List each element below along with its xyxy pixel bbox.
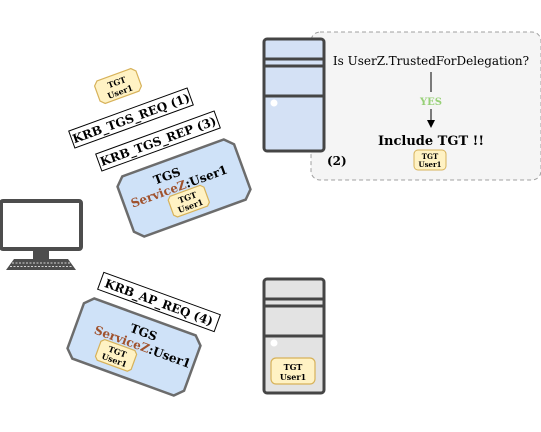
delegation-question-text: Is UserZ.TrustedForDelegation? xyxy=(333,54,529,68)
kdc-decision-panel: Is UserZ.TrustedForDelegation? YES Inclu… xyxy=(310,31,541,181)
panel-tgt-ticket: TGT User1 xyxy=(413,149,447,171)
ticket-tgt-label: TGT xyxy=(422,152,439,161)
include-tgt-result: Include TGT !! xyxy=(378,134,484,149)
client-computer-icon xyxy=(0,199,83,270)
service-server-tgt-ticket: TGT User1 xyxy=(270,357,316,385)
tgt-ticket-request: TGT User1 xyxy=(93,67,143,105)
embedded-tgt-ticket: TGT User1 xyxy=(94,338,138,372)
ticket-tgt-label: TGT xyxy=(284,362,303,372)
yes-label: YES xyxy=(419,97,442,108)
ticket-user-label: User1 xyxy=(418,160,441,169)
step-2-label: (2) xyxy=(327,154,347,168)
kdc-server-icon xyxy=(262,37,326,153)
ticket-user-label: User1 xyxy=(280,372,306,382)
service-ticket-ap-request: TGS ServiceZ:User1 TGT User1 xyxy=(66,297,202,397)
service-ticket-reply: TGS ServiceZ:User1 TGT User1 xyxy=(116,138,252,238)
